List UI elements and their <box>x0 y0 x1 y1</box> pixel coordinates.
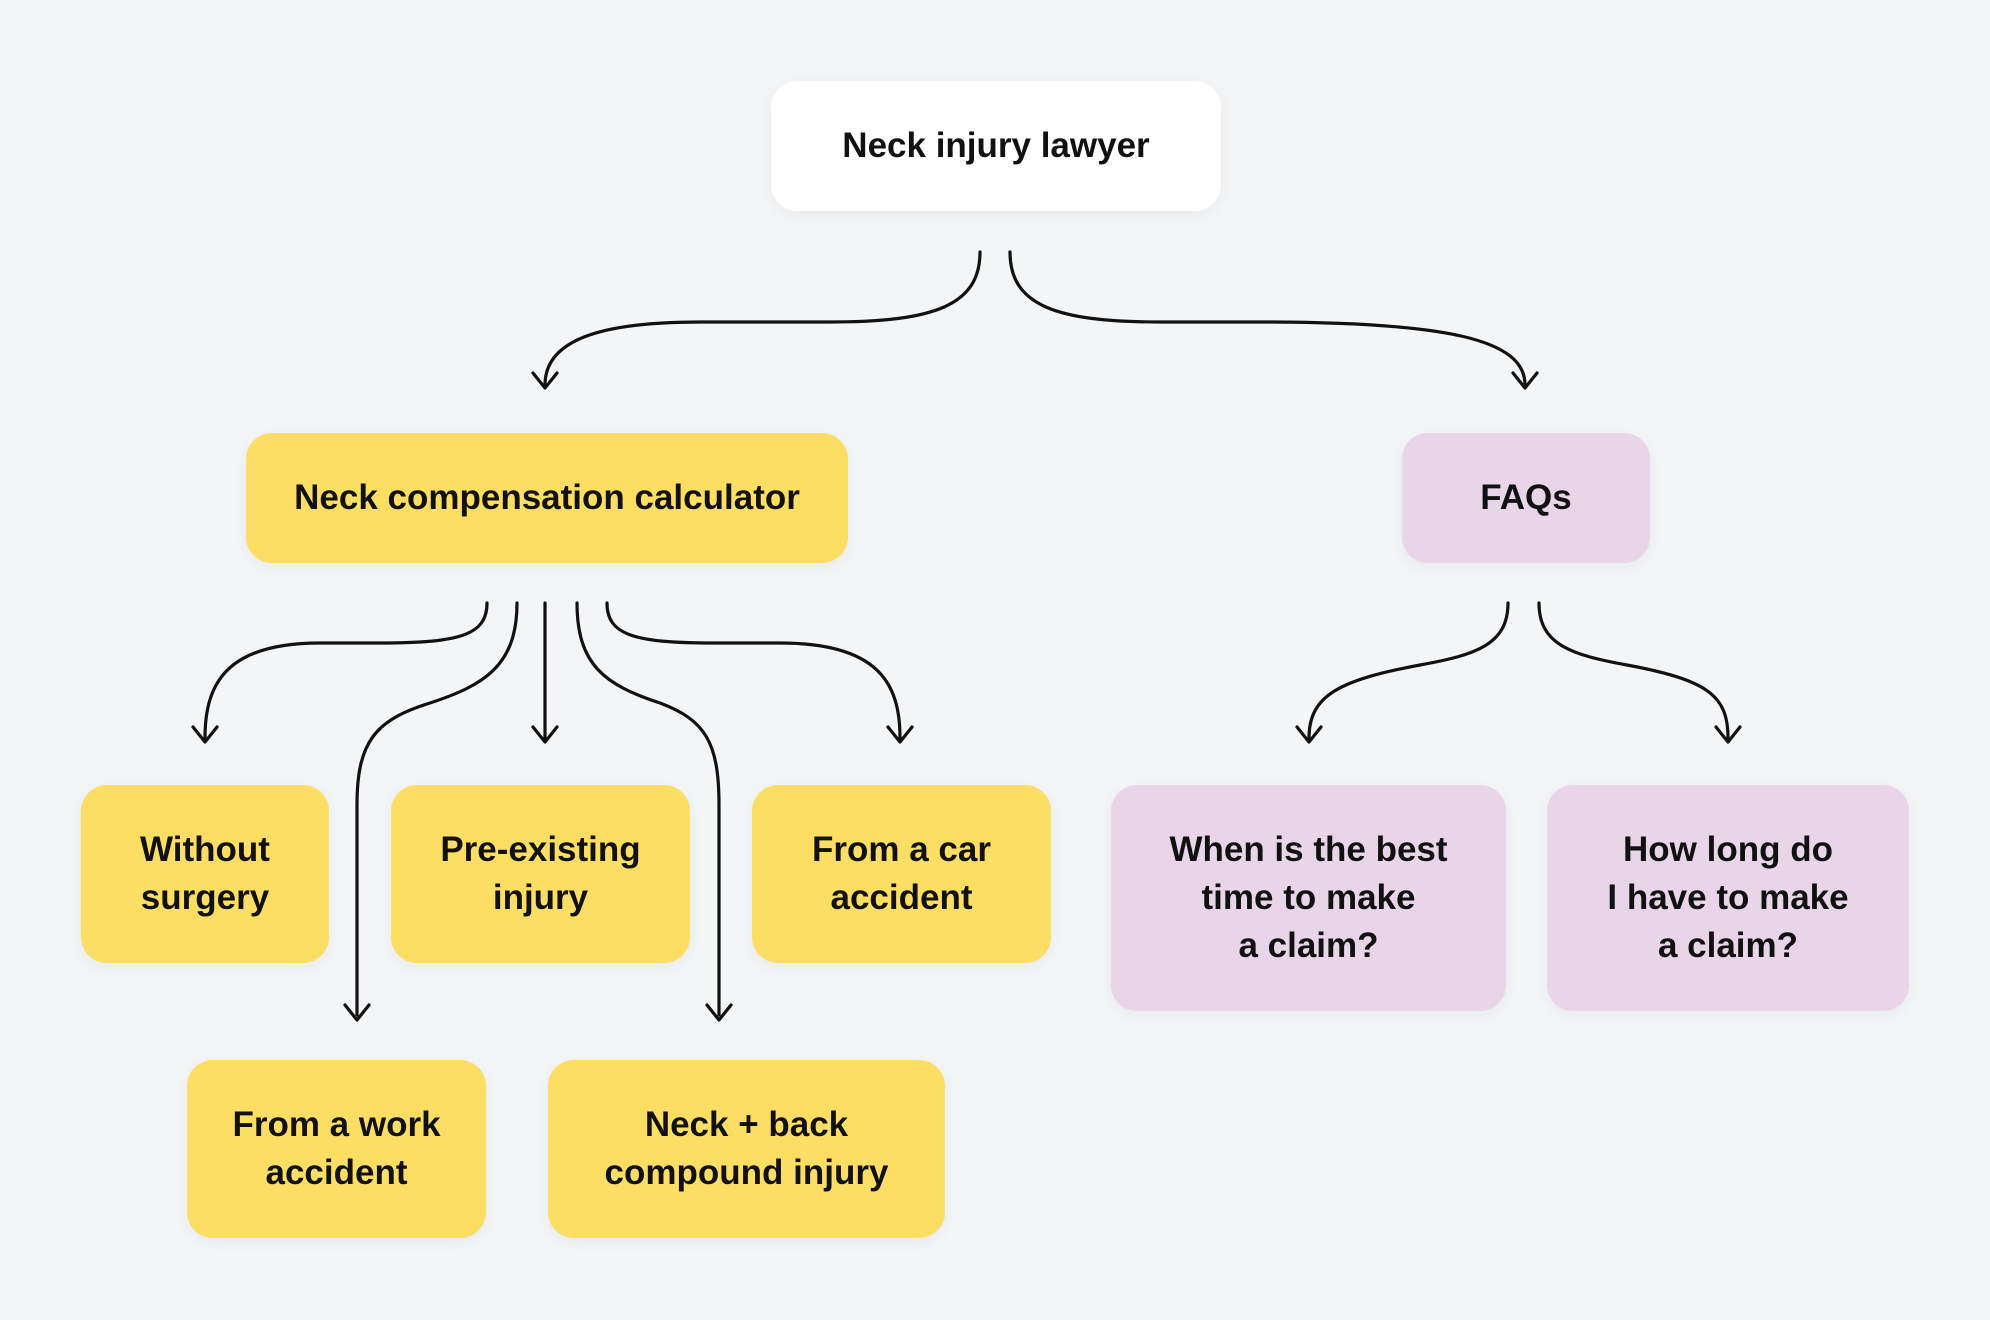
node-neck-injury-lawyer: Neck injury lawyer <box>771 81 1221 211</box>
connector-to-how-long <box>1537 601 1730 740</box>
connector-to-best-time <box>1307 601 1510 740</box>
connector-to-neck-back <box>575 601 721 1017</box>
node-from-a-work-accident: From a work accident <box>187 1060 486 1238</box>
connector-to-car-accident <box>605 601 902 740</box>
arrowhead-calculator <box>531 371 559 390</box>
node-neck-compensation-calculator: Neck compensation calculator <box>246 433 848 563</box>
arrowhead-best-time <box>1295 725 1323 744</box>
arrowhead-pre-existing <box>531 725 559 744</box>
arrowhead-neck-back <box>705 1003 733 1022</box>
arrowhead-how-long <box>1714 725 1742 744</box>
connector-to-work-accident <box>355 601 519 1017</box>
node-neck-back-compound-injury: Neck + back compound injury <box>548 1060 945 1238</box>
connector-root-to-faqs <box>1008 250 1527 387</box>
node-best-time-to-claim: When is the best time to make a claim? <box>1111 785 1506 1011</box>
node-faqs: FAQs <box>1402 433 1650 563</box>
node-from-a-car-accident: From a car accident <box>752 785 1051 963</box>
arrowhead-car-accident <box>886 725 914 744</box>
connector-to-without-surgery <box>203 601 489 740</box>
arrowhead-faqs <box>1511 371 1539 390</box>
node-pre-existing-injury: Pre-existing injury <box>391 785 690 963</box>
node-how-long-to-claim: How long do I have to make a claim? <box>1547 785 1909 1011</box>
connector-root-to-calculator <box>543 250 982 387</box>
arrowhead-without-surgery <box>191 725 219 744</box>
node-without-surgery: Without surgery <box>81 785 329 963</box>
arrowhead-work-accident <box>343 1003 371 1022</box>
